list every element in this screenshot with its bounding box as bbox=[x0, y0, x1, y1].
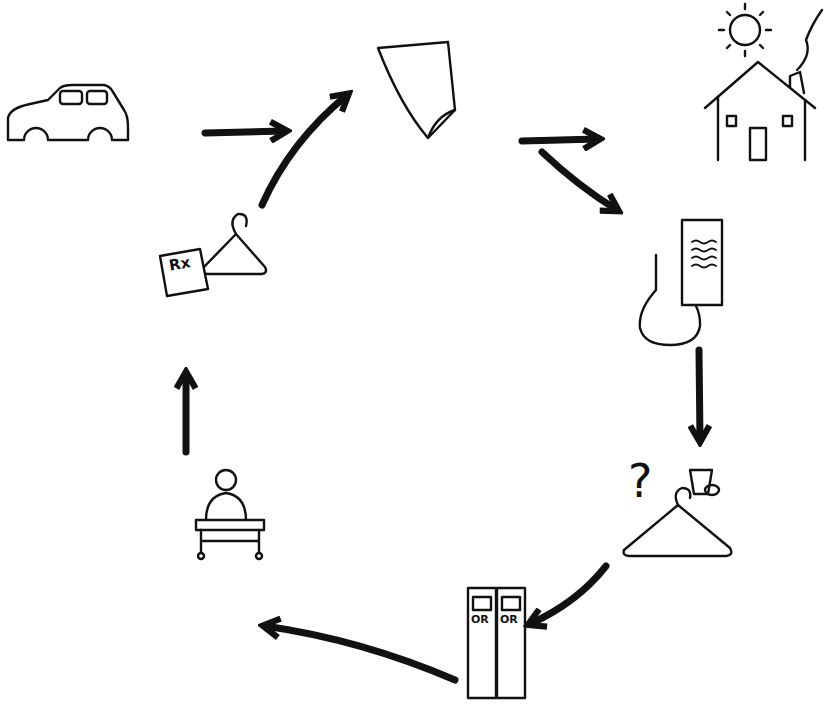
house-walls bbox=[718, 97, 805, 160]
sun-rays bbox=[719, 4, 771, 56]
or-door bbox=[497, 588, 525, 698]
cycle-arrow bbox=[265, 626, 455, 680]
house-door bbox=[750, 128, 766, 160]
prescription-slip bbox=[160, 249, 208, 296]
desk-top bbox=[196, 520, 264, 530]
person-body bbox=[206, 493, 246, 520]
hanger-hook bbox=[232, 214, 246, 234]
door-sign: OR bbox=[471, 614, 489, 625]
house-window bbox=[783, 116, 792, 126]
door-window bbox=[502, 597, 520, 610]
house-window bbox=[727, 116, 736, 126]
hanger-hook bbox=[676, 488, 691, 505]
coat-hanger bbox=[624, 505, 732, 556]
door-window bbox=[473, 597, 491, 610]
cycle-arrow bbox=[262, 95, 347, 205]
sun bbox=[730, 15, 760, 45]
cycle-arrow bbox=[530, 566, 606, 624]
cup-handle bbox=[705, 485, 719, 495]
cycle-arrow bbox=[522, 139, 598, 141]
desk-wheel bbox=[198, 553, 204, 559]
cycle-arrow bbox=[699, 350, 700, 440]
car-window bbox=[87, 91, 107, 104]
cycle-arrow bbox=[183, 374, 190, 452]
question-mark: ? bbox=[628, 458, 652, 504]
or-door bbox=[468, 588, 496, 698]
car-body bbox=[8, 85, 128, 140]
chimney-smoke bbox=[797, 10, 822, 70]
car-window bbox=[60, 91, 82, 104]
desk-wheel bbox=[256, 553, 262, 559]
coat-hanger bbox=[203, 234, 266, 274]
house-chimney bbox=[790, 72, 804, 93]
cycle-arrow bbox=[205, 131, 285, 133]
report-lines bbox=[692, 241, 716, 268]
lab-report bbox=[682, 220, 722, 305]
door-sign: OR bbox=[500, 614, 518, 625]
prescription-mark: Rx bbox=[168, 255, 192, 273]
cycle-arrow bbox=[542, 152, 617, 210]
paper-sheet bbox=[378, 42, 455, 138]
cup bbox=[690, 470, 712, 494]
person-head bbox=[216, 470, 236, 490]
desk-legs bbox=[201, 530, 259, 553]
paper-curl bbox=[428, 110, 455, 138]
